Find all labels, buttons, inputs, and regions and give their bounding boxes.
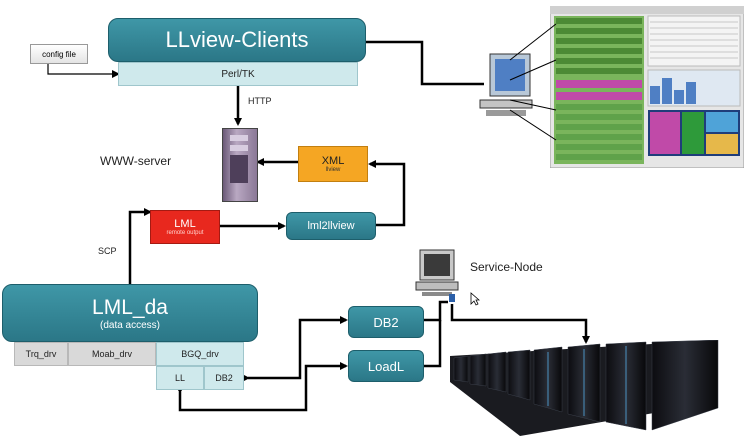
service-node-computer-icon — [415, 249, 459, 302]
driver-bgq-label: BGQ_drv — [181, 349, 219, 359]
db2-box: DB2 — [348, 306, 424, 338]
service-to-cluster-arrow — [450, 304, 590, 344]
ll-loadl-arrow — [176, 362, 348, 412]
loadl-box: LoadL — [348, 350, 424, 382]
db2-label: DB2 — [373, 314, 399, 330]
perl-tk-box: Perl/TK — [118, 62, 358, 86]
xml-box: XML llview — [298, 146, 368, 182]
driver-trq-label: Trq_drv — [25, 349, 57, 359]
lml-title: LML — [174, 218, 196, 230]
loadl-service-line — [424, 320, 442, 368]
lml-da-box: LML_da (data access) — [2, 284, 258, 342]
llview-screenshot-image — [550, 6, 744, 168]
driver-ll: LL — [156, 366, 204, 390]
llview-clients-title: LLview-Clients — [165, 27, 309, 52]
driver-db2: DB2 — [204, 366, 244, 390]
llview-clients-box: LLview-Clients — [108, 18, 366, 62]
driver-db2-label: DB2 — [215, 373, 233, 383]
monitor-computer-icon — [479, 53, 533, 116]
perl-tk-label: Perl/TK — [221, 68, 255, 80]
lml-da-sub: (data access) — [99, 319, 161, 331]
driver-moab-label: Moab_drv — [91, 349, 133, 359]
loadl-label: LoadL — [367, 358, 405, 374]
scp-arrow — [128, 208, 152, 284]
ll-db2-arrow — [242, 316, 348, 382]
lml2llview-to-xml-arrow — [368, 160, 406, 227]
lml-sub: remote output — [166, 230, 204, 236]
driver-trq: Trq_drv — [14, 342, 68, 366]
lml2llview-label: lml2llview — [307, 220, 355, 232]
config-arrow — [47, 62, 120, 78]
config-file-box: config file — [30, 44, 88, 64]
scp-label: SCP — [98, 246, 117, 256]
server-tower-icon — [222, 128, 258, 202]
xml-title: XML — [321, 155, 345, 167]
www-server-label: WWW-server — [100, 154, 172, 168]
mouse-cursor-icon — [470, 292, 480, 306]
http-label: HTTP — [248, 96, 272, 106]
config-file-label: config file — [42, 49, 76, 59]
lml-da-title: LML_da — [92, 295, 168, 319]
driver-ll-label: LL — [174, 373, 185, 383]
clients-to-monitor-line — [362, 40, 484, 86]
xml-sub: llview — [325, 167, 341, 173]
driver-bgq: BGQ_drv — [156, 342, 244, 366]
driver-moab: Moab_drv — [68, 342, 156, 366]
lml-box: LML remote output — [150, 210, 220, 244]
callout-lines — [509, 23, 557, 141]
supercomputer-cluster-image — [450, 340, 719, 436]
service-node-label: Service-Node — [470, 260, 543, 274]
db2-service-line — [424, 300, 448, 322]
lml2llview-box: lml2llview — [286, 212, 376, 240]
